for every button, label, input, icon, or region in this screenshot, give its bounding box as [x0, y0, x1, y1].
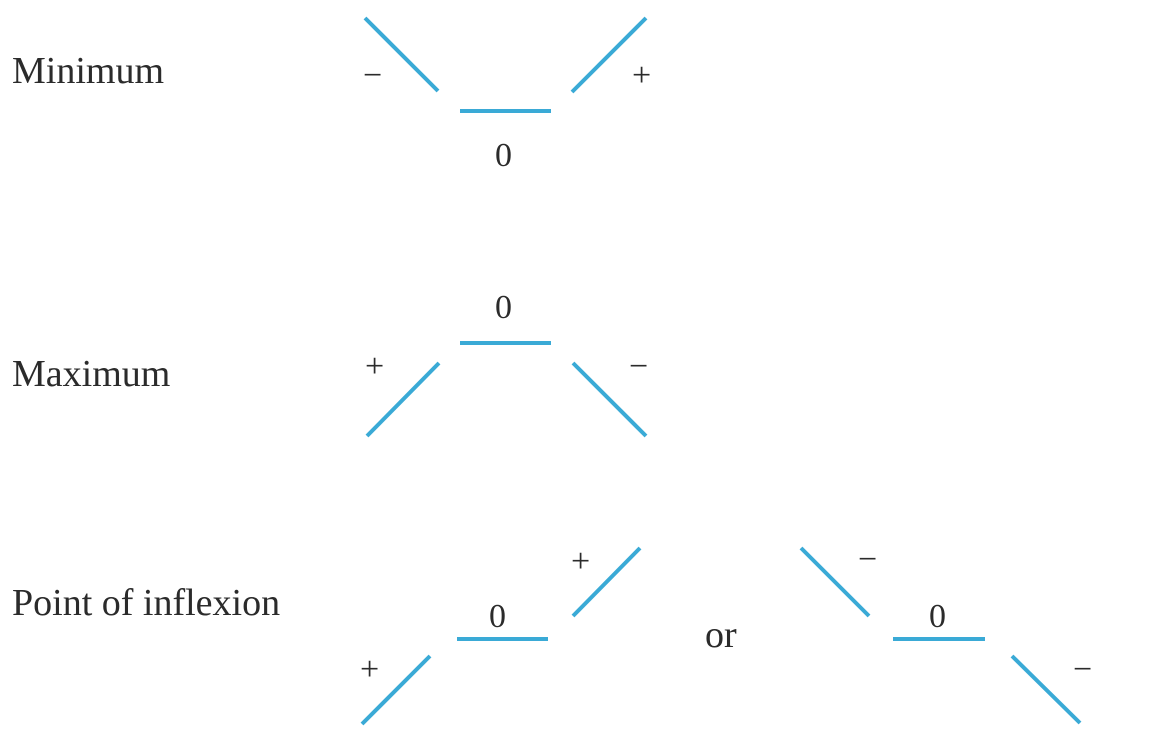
maximum-right-slope — [571, 361, 648, 438]
inflexion-b-left-slope — [799, 546, 871, 618]
minimum-label: Minimum — [12, 50, 164, 92]
inflexion-label: Point of inflexion — [12, 582, 280, 624]
minimum-right-slope — [570, 16, 648, 94]
maximum-row: Maximum + 0 − — [12, 289, 648, 438]
inflexion-b-left-sign: − — [858, 541, 877, 578]
inflexion-b-right-slope — [1010, 654, 1082, 725]
inflexion-b-middle-value: 0 — [929, 598, 946, 635]
inflexion-a-left-sign: + — [360, 651, 379, 688]
minimum-right-sign: + — [632, 57, 651, 94]
or-connector: or — [705, 614, 737, 656]
inflexion-a-middle-value: 0 — [489, 598, 506, 635]
inflexion-a-left-slope — [360, 654, 432, 726]
maximum-left-slope — [365, 361, 441, 438]
inflexion-a-right-slope — [571, 546, 642, 618]
inflexion-case-rising: + 0 + — [360, 543, 642, 726]
maximum-right-sign: − — [629, 348, 648, 385]
minimum-left-sign: − — [363, 57, 382, 94]
inflexion-row: Point of inflexion + 0 + or − 0 − — [12, 541, 1092, 726]
inflexion-case-falling: − 0 − — [799, 541, 1092, 725]
minimum-middle-value: 0 — [495, 137, 512, 174]
maximum-left-sign: + — [365, 348, 384, 385]
inflexion-b-right-sign: − — [1073, 651, 1092, 688]
minimum-left-slope — [363, 16, 440, 93]
inflexion-a-right-sign: + — [571, 543, 590, 580]
maximum-middle-value: 0 — [495, 289, 512, 326]
minimum-row: Minimum − 0 + — [12, 16, 651, 174]
maximum-label: Maximum — [12, 353, 170, 395]
